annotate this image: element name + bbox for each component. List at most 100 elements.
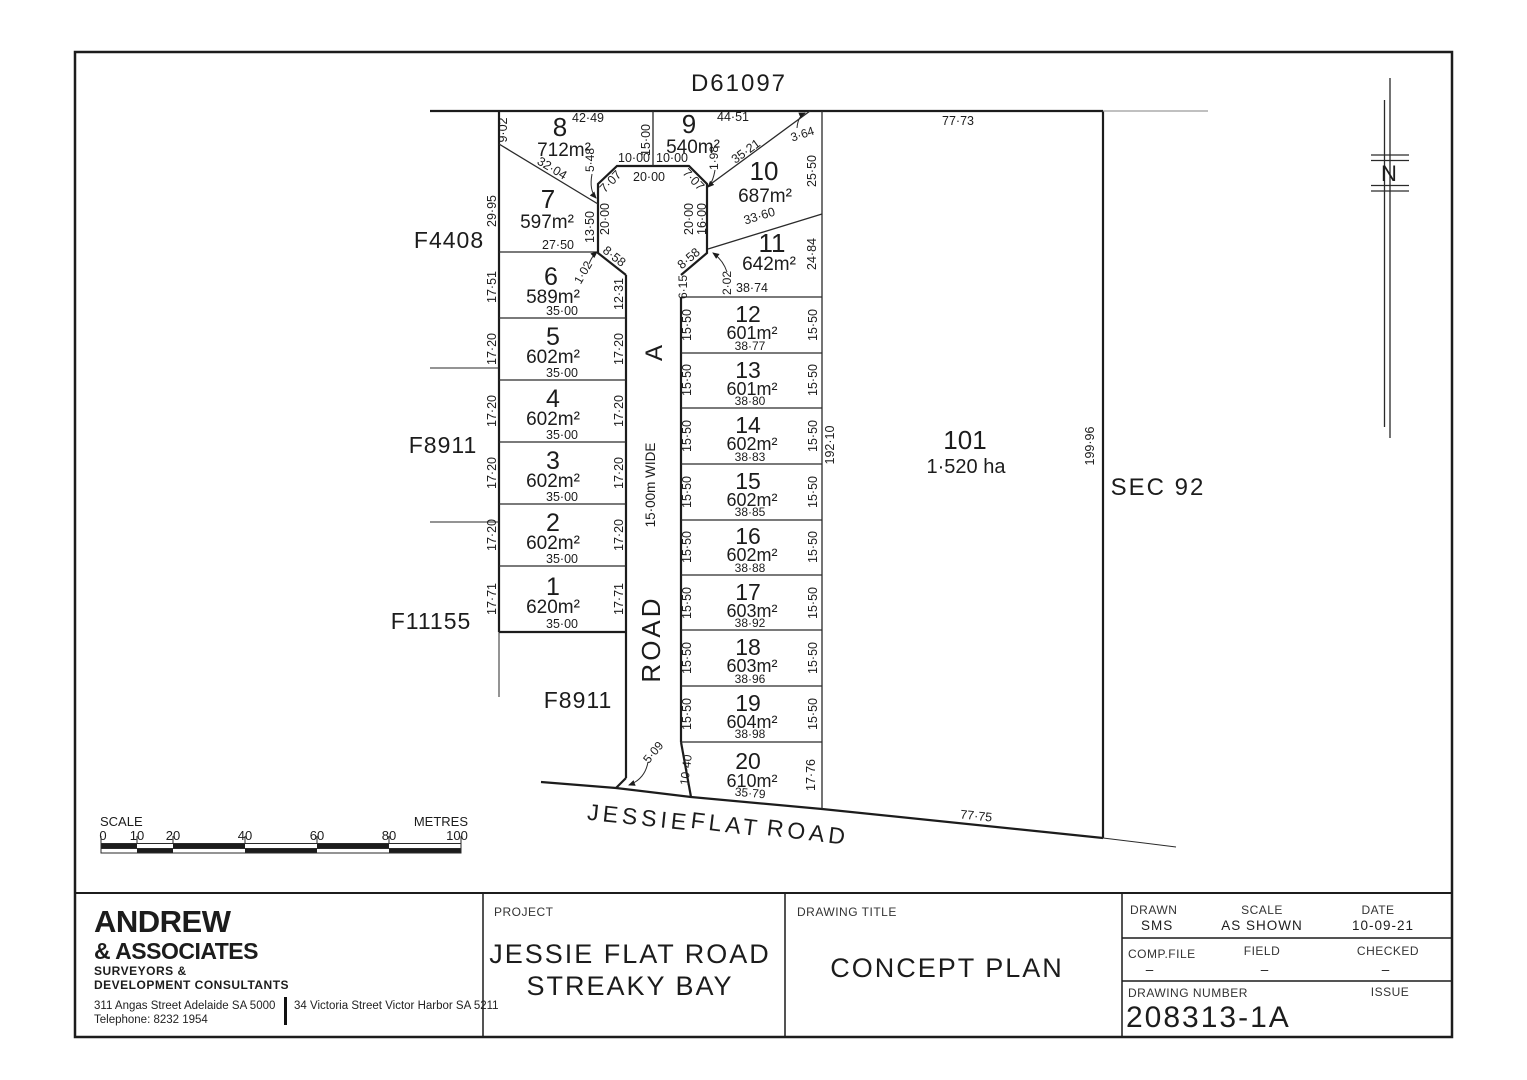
lot-6-area: 589m²	[526, 287, 580, 308]
company-telephone: Telephone: 8232 1954	[94, 1014, 208, 1026]
lot-10-north-dim: 3·64	[789, 124, 816, 145]
lot-8-west-dim: 9·02	[496, 117, 510, 142]
sheet-border	[73, 50, 1454, 1039]
lot-11-number: 11	[759, 228, 786, 258]
dimension-leaders	[588, 112, 806, 786]
drawing-title: CONCEPT PLAN	[830, 953, 1064, 983]
lot-16-area: 602m²	[726, 545, 777, 565]
lot-16-number: 16	[735, 523, 761, 549]
jessie-flat-road-word3: ROAD	[765, 814, 850, 850]
lot-11-area: 642m²	[742, 254, 796, 275]
lot-101-south-dim: 77·75	[960, 807, 993, 824]
scale-tick-100: 100	[446, 828, 468, 843]
lot-18-area: 603m²	[726, 656, 777, 676]
parcel-f4408: F4408	[414, 227, 484, 253]
lot-9-area: 540m²	[666, 137, 720, 158]
lot-101-area: 1·520 ha	[927, 456, 1007, 478]
lot-7-area: 597m²	[520, 212, 574, 233]
lot-1-number: 1	[546, 573, 560, 601]
lot-101: 101 1·520 ha 77·73 77·75 192·10 199·96	[823, 114, 1097, 825]
lot-18-number: 18	[735, 634, 761, 660]
lot-10-east-dim: 25·50	[805, 155, 819, 187]
lot-12-west-dim: 15·50	[680, 309, 694, 341]
lot-101-north-dim: 77·73	[942, 114, 974, 128]
date-value: 10-09-21	[1352, 918, 1414, 933]
drawing-number-label: DRAWING NUMBER	[1128, 986, 1248, 1000]
lot-4-west-dim: 17·20	[485, 395, 499, 427]
lot-18-east-dim: 15·50	[806, 642, 820, 674]
lot-13-west-dim: 15·50	[680, 364, 694, 396]
lot-2-west-dim: 17·20	[485, 519, 499, 551]
lot-17-number: 17	[735, 579, 761, 605]
lot-3-area: 602m²	[526, 471, 580, 492]
lot-101-east-dim: 199·96	[1083, 426, 1097, 465]
lot-15-west-dim: 15·50	[680, 476, 694, 508]
dim-lot6-frontage: 1·02	[571, 258, 595, 286]
lot-2-area: 602m²	[526, 533, 580, 554]
scale-bar-unit: METRES	[414, 814, 469, 829]
project-name-line1: JESSIE FLAT ROAD	[489, 939, 771, 969]
lot-20-west-dim: 10·40	[677, 753, 695, 785]
lot-5-area: 602m²	[526, 347, 580, 368]
dim-side-left: 20·00	[598, 203, 612, 235]
lot-4-area: 602m²	[526, 409, 580, 430]
lot-20-number: 20	[735, 748, 761, 774]
dim-lot9-frontage: 1·98	[707, 146, 721, 170]
jessie-flat-road-word1: JESSIE	[586, 799, 691, 836]
lot-4-east-dim: 17·20	[612, 395, 626, 427]
lot-3-west-dim: 17·20	[485, 457, 499, 489]
lot-15-east-dim: 15·50	[806, 476, 820, 508]
adjoining-labels: D61097 F4408 F8911 F11155 F8911 SEC 92	[391, 70, 1206, 713]
lot-5-west-dim: 17·20	[485, 333, 499, 365]
lot-7-number: 7	[541, 184, 555, 214]
lot-12-south-dim: 38·77	[735, 339, 766, 353]
lot-1-east-dim: 17·71	[612, 583, 626, 615]
lot-12-east-dim: 15·50	[806, 309, 820, 341]
dim-lot10-frontage: 16·00	[695, 203, 709, 235]
lot-1-west-dim: 17·71	[485, 583, 499, 615]
scale-bar-label: SCALE	[100, 814, 143, 829]
dim-chamfer-right: 7·07	[680, 166, 707, 194]
lot-12-area: 601m²	[726, 323, 777, 343]
dim-chamfer-left: 7·07	[597, 168, 624, 196]
address-divider	[284, 997, 287, 1025]
lot-101-west-dim: 192·10	[823, 425, 837, 464]
company-name-line2: & ASSOCIATES	[94, 938, 258, 964]
lot-13-area: 601m²	[726, 379, 777, 399]
lot-2-south-dim: 35·00	[546, 552, 578, 566]
scale-tick-20: 20	[166, 828, 180, 843]
field-value: –	[1261, 962, 1270, 977]
lot-13-south-dim: 38·80	[735, 394, 766, 408]
lot-3-south-dim: 35·00	[546, 490, 578, 504]
lot-9-number: 9	[682, 109, 696, 139]
company-name-line1: ANDREW	[94, 904, 232, 939]
lot-10-number: 10	[750, 156, 779, 186]
parcel-f8911-west: F8911	[409, 432, 478, 458]
company-address2: 34 Victoria Street Victor Harbor SA 5211	[294, 1000, 499, 1012]
lot-11-west-dim: 6·15	[676, 275, 690, 299]
road-letter: A	[641, 343, 668, 361]
lot-14-area: 602m²	[726, 434, 777, 454]
lot-16-east-dim: 15·50	[806, 531, 820, 563]
lot-1-area: 620m²	[526, 597, 580, 618]
lot-17-area: 603m²	[726, 601, 777, 621]
dim-lot8-frontage: 5·48	[583, 148, 597, 172]
lot-14-south-dim: 38·83	[735, 450, 766, 464]
lot-2-east-dim: 17·20	[612, 519, 626, 551]
lot-18-west-dim: 15·50	[680, 642, 694, 674]
parcel-sec92: SEC 92	[1111, 474, 1206, 501]
dim-lot11-frontage: 2·02	[720, 271, 734, 295]
lot-19-number: 19	[735, 690, 761, 716]
lot-20-area: 610m²	[726, 771, 777, 791]
jessie-flat-road-word2: FLAT	[689, 807, 762, 841]
boundary-lines	[430, 109, 1208, 848]
road-name-vertical: ROAD	[636, 595, 666, 682]
dim-half-left: 10·00	[618, 151, 650, 165]
lot-19-south-dim: 38·98	[735, 727, 766, 741]
lot-3-number: 3	[546, 447, 560, 475]
lot-13-number: 13	[735, 357, 761, 383]
project-name-line2: STREAKY BAY	[526, 971, 733, 1001]
lot-14-west-dim: 15·50	[680, 420, 694, 452]
company-tagline2: DEVELOPMENT CONSULTANTS	[94, 978, 289, 992]
